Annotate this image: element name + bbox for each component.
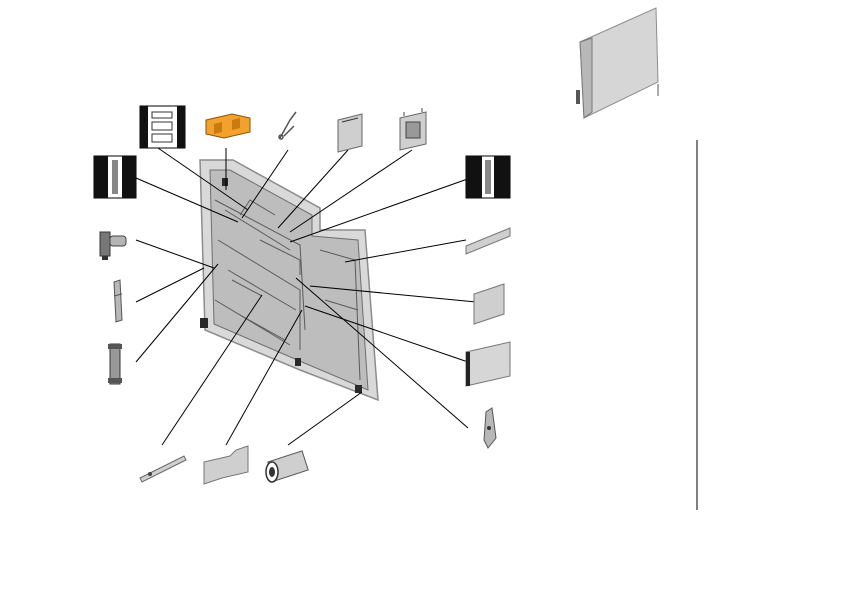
orange-block-icon <box>205 113 251 139</box>
lever-icon <box>113 279 123 323</box>
cover-icon <box>465 341 511 387</box>
roller-icon <box>265 450 309 483</box>
latch-icon <box>483 407 497 449</box>
rod-icon <box>139 455 187 483</box>
gasket-icon <box>203 445 249 485</box>
callout-lines <box>135 147 477 446</box>
label-strip-icon-right <box>465 155 511 199</box>
clip-icon <box>278 111 297 140</box>
pin-icon <box>99 231 127 260</box>
main-assembly <box>199 159 379 402</box>
document-icon <box>139 105 186 149</box>
arm-icon <box>108 343 122 385</box>
bar-icon <box>465 227 511 255</box>
panel-icon <box>473 283 505 325</box>
plate-icon <box>337 113 363 153</box>
frame-icon <box>399 108 427 151</box>
door-icon <box>576 7 659 119</box>
label-strip-icon <box>93 155 137 199</box>
